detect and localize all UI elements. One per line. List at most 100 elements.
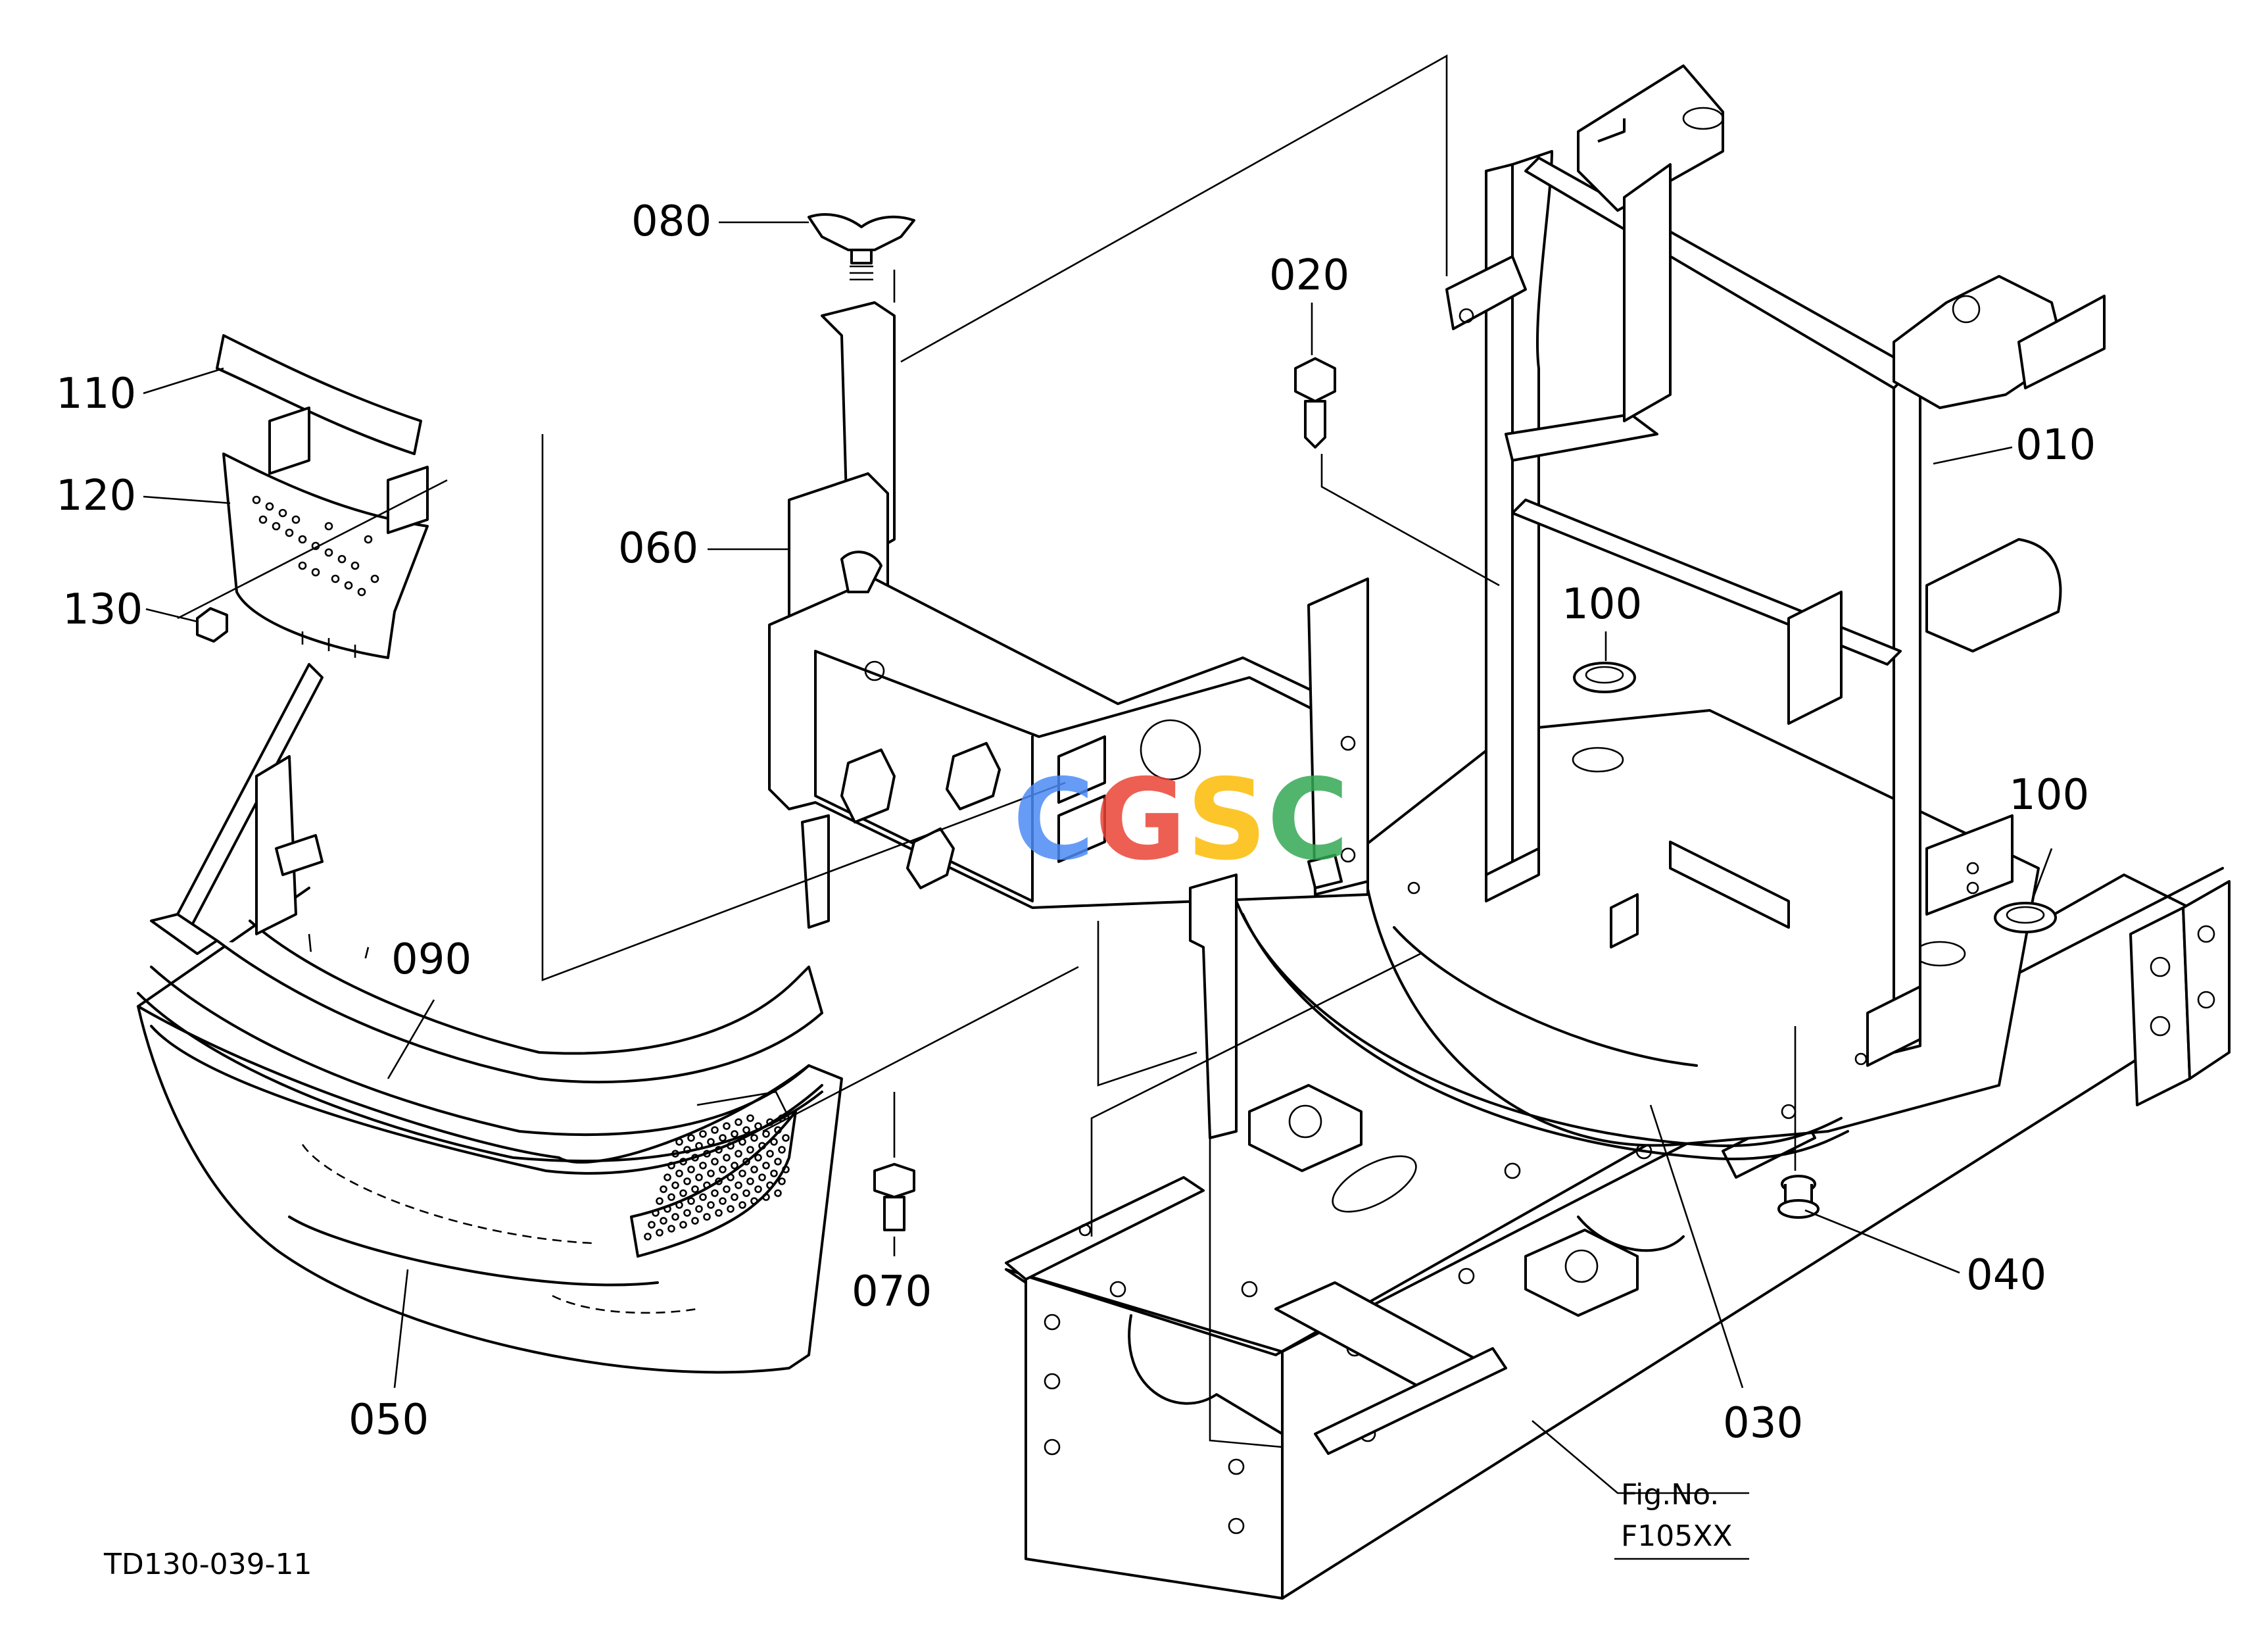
grille-hole bbox=[699, 1193, 707, 1201]
grille-hole bbox=[746, 1177, 754, 1185]
grille-hole bbox=[758, 1173, 766, 1181]
leader-lines bbox=[143, 221, 2053, 1494]
grille-hole bbox=[782, 1166, 790, 1173]
grille-hole bbox=[648, 1221, 656, 1229]
grille-hole bbox=[770, 1169, 778, 1177]
bracket-060 bbox=[768, 301, 1369, 1139]
grille-hole bbox=[660, 1185, 667, 1193]
grille-hole bbox=[727, 1142, 735, 1150]
bolt-130 bbox=[196, 607, 228, 643]
grille-hole bbox=[746, 1114, 754, 1122]
grille-hole bbox=[762, 1130, 770, 1138]
grille-hole bbox=[691, 1154, 699, 1162]
grille-hole bbox=[778, 1177, 786, 1185]
grille-hole bbox=[711, 1126, 719, 1134]
grille-hole bbox=[766, 1150, 774, 1158]
label-130: 130 bbox=[62, 585, 143, 634]
grille-hole bbox=[738, 1201, 746, 1209]
grille-hole bbox=[738, 1169, 746, 1177]
grille-hole bbox=[715, 1146, 723, 1154]
strip-110 bbox=[216, 334, 422, 455]
drawing-code: TD130-039-11 bbox=[103, 1548, 312, 1581]
grille-hole bbox=[782, 1134, 790, 1142]
support-frame-010 bbox=[1445, 64, 2106, 1067]
grommet-100-b bbox=[1994, 902, 2057, 933]
grille-hole bbox=[735, 1150, 742, 1158]
figure-ref-line1: Fig.No. bbox=[1621, 1478, 1719, 1512]
assembly-lines bbox=[177, 54, 1797, 1448]
grille-hole bbox=[644, 1233, 652, 1241]
grille-hole bbox=[723, 1185, 731, 1193]
grille-hole bbox=[667, 1193, 675, 1201]
grille-hole bbox=[660, 1217, 667, 1225]
label-110: 110 bbox=[56, 370, 136, 418]
watermark-logo: CGSC bbox=[1013, 755, 1349, 885]
grille-hole bbox=[695, 1205, 703, 1213]
grille-hole bbox=[719, 1197, 727, 1205]
grille-hole bbox=[762, 1162, 770, 1169]
grille-hole bbox=[703, 1213, 711, 1221]
label-100-b: 100 bbox=[2009, 771, 2089, 820]
label-070: 070 bbox=[852, 1267, 932, 1316]
grille-hole bbox=[750, 1166, 758, 1173]
label-060: 060 bbox=[618, 524, 698, 573]
grille-hole bbox=[711, 1158, 719, 1166]
grille-hole bbox=[774, 1158, 782, 1166]
grille-hole bbox=[691, 1185, 699, 1193]
grille-hole bbox=[727, 1173, 735, 1181]
label-010: 010 bbox=[2015, 421, 2096, 470]
grille-hole bbox=[727, 1205, 735, 1213]
bolt-070 bbox=[873, 1163, 915, 1231]
grille-hole bbox=[731, 1130, 738, 1138]
label-020: 020 bbox=[1269, 251, 1349, 300]
grille-hole bbox=[679, 1221, 687, 1229]
grille-hole bbox=[754, 1185, 762, 1193]
grommet-100-a bbox=[1573, 662, 1636, 693]
figure-reference: Fig.No. F105XX bbox=[1614, 1478, 1749, 1560]
label-040: 040 bbox=[1966, 1251, 2046, 1300]
grille-hole bbox=[667, 1162, 675, 1169]
grille-hole bbox=[770, 1138, 778, 1146]
grille-hole bbox=[679, 1158, 687, 1166]
grille-hole bbox=[711, 1189, 719, 1197]
grille-hole bbox=[687, 1134, 695, 1142]
label-100-a: 100 bbox=[1562, 580, 1642, 629]
figure-ref-line2: F105XX bbox=[1621, 1519, 1733, 1553]
grille-hole bbox=[687, 1166, 695, 1173]
watermark-letter: C bbox=[1013, 755, 1095, 885]
grille-hole bbox=[750, 1134, 758, 1142]
grille-hole bbox=[656, 1229, 664, 1237]
grille-hole bbox=[679, 1189, 687, 1197]
grille-hole bbox=[652, 1209, 660, 1217]
grille-hole bbox=[735, 1181, 742, 1189]
grille-hole bbox=[664, 1173, 671, 1181]
grille-hole bbox=[707, 1169, 715, 1177]
grille-hole bbox=[738, 1138, 746, 1146]
grille-hole bbox=[731, 1162, 738, 1169]
grille-hole bbox=[683, 1209, 691, 1217]
wing-nut-080 bbox=[808, 212, 915, 281]
grille-hole bbox=[691, 1217, 699, 1225]
watermark-letter: S bbox=[1186, 755, 1267, 885]
grille-hole bbox=[750, 1197, 758, 1205]
grille-hole bbox=[687, 1197, 695, 1205]
grille-hole bbox=[723, 1122, 731, 1130]
grille-hole bbox=[742, 1189, 750, 1197]
grille-hole bbox=[683, 1177, 691, 1185]
label-090: 090 bbox=[391, 935, 471, 984]
bolt-020 bbox=[1294, 357, 1336, 449]
grille-hole bbox=[667, 1225, 675, 1233]
grille-hole bbox=[774, 1189, 782, 1197]
grille-hole bbox=[723, 1154, 731, 1162]
label-030: 030 bbox=[1723, 1399, 1803, 1448]
grille-hole bbox=[703, 1181, 711, 1189]
grille-hole bbox=[715, 1209, 723, 1217]
watermark-letter: G bbox=[1095, 755, 1187, 885]
grille-hole bbox=[707, 1201, 715, 1209]
grille-hole bbox=[675, 1138, 683, 1146]
grille-hole bbox=[762, 1193, 770, 1201]
grille-hole bbox=[778, 1146, 786, 1154]
cover-plate-120 bbox=[222, 406, 429, 659]
grille-hole bbox=[719, 1134, 727, 1142]
